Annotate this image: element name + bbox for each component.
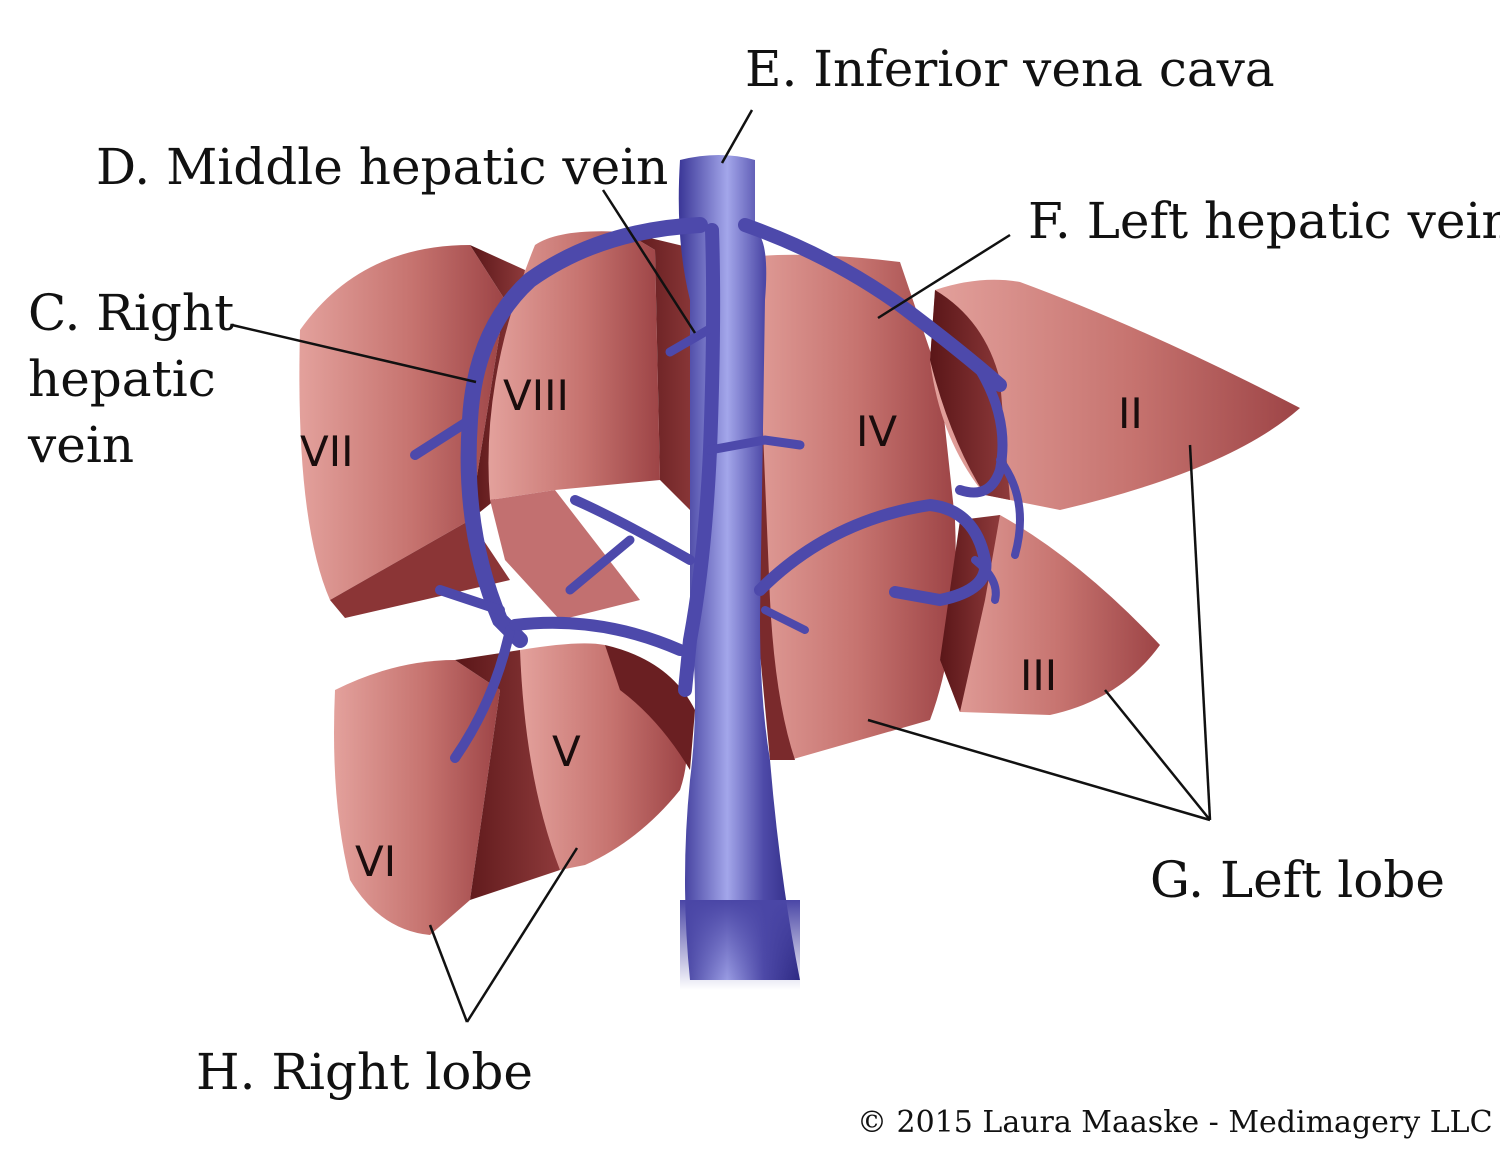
- middle-hepatic-vein-shape: [565, 223, 805, 697]
- copyright-notice: © 2015 Laura Maaske - Medimagery LLC: [857, 1105, 1493, 1140]
- label-right-hepatic-vein-line3: vein: [28, 416, 135, 474]
- leader-line-mhv: [601, 189, 697, 334]
- label-right-lobe: H. Right lobe: [196, 1043, 533, 1101]
- segment-label-viii: VIII: [503, 371, 569, 420]
- right-hepatic-vein-shape: [410, 217, 708, 763]
- segment-label-vi: VI: [355, 837, 396, 886]
- label-left-hepatic-vein: F. Left hepatic vein: [1028, 192, 1500, 250]
- label-left-lobe: G. Left lobe: [1150, 851, 1445, 909]
- label-inferior-vena-cava: E. Inferior vena cava: [745, 40, 1275, 98]
- label-right-hepatic-vein-line2: hepatic: [28, 350, 216, 408]
- segment-v-block: [520, 643, 695, 870]
- segment-label-iv: IV: [856, 407, 897, 456]
- leader-line-lhv: [877, 233, 1011, 320]
- segment-vi-block: [334, 650, 560, 935]
- segment-viii-block: [488, 231, 700, 620]
- leader-line-left-lobe-iii: [1104, 689, 1211, 821]
- leader-line-ivc: [720, 109, 754, 164]
- segment-label-v: V: [552, 727, 581, 776]
- segment-label-vii: VII: [300, 427, 354, 476]
- label-right-hepatic-vein-line1: C. Right: [28, 284, 235, 342]
- label-right-hepatic-vein: C. Right hepatic vein: [28, 280, 234, 478]
- segment-label-iii: III: [1020, 651, 1057, 700]
- leader-line-left-lobe-ii: [1188, 444, 1212, 821]
- leader-line-rhv: [231, 323, 477, 384]
- segment-ii-block: [930, 279, 1300, 510]
- leader-line-left-lobe-iv: [867, 718, 1211, 822]
- leader-line-right-lobe-vi: [428, 924, 469, 1023]
- leader-line-right-lobe-v: [465, 847, 579, 1023]
- label-middle-hepatic-vein: D. Middle hepatic vein: [96, 138, 669, 196]
- segment-label-ii: II: [1118, 389, 1143, 438]
